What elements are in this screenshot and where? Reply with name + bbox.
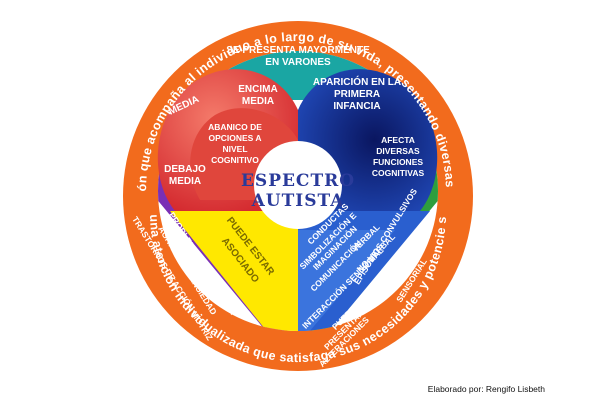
label-aparicion-2: PRIMERA — [334, 89, 380, 100]
label-aparicion-3: INFANCIA — [333, 101, 380, 112]
center-title-line1: ESPECTRO — [241, 171, 355, 191]
label-abanico-3: NIVEL — [222, 144, 247, 154]
label-debajo-1: DEBAJO — [164, 164, 206, 175]
label-afecta-4: COGNITIVAS — [372, 168, 425, 178]
center-circle — [254, 141, 342, 229]
label-encima-2: MEDIA — [242, 96, 274, 107]
blue-inner — [298, 230, 395, 331]
center-title-line2: AUTISTA — [251, 191, 345, 211]
label-abanico-2: OPCIONES A — [208, 133, 261, 143]
label-afecta-3: FUNCIONES — [373, 157, 423, 167]
label-abanico-4: COGNITIVO — [211, 155, 259, 165]
label-abanico-1: ABANICO DE — [208, 122, 262, 132]
label-encima-1: ENCIMA — [238, 84, 277, 95]
label-aparicion-1: APARICIÓN EN LA — [313, 75, 401, 88]
top-band-line1: SE PRESENTA MAYORMENTE — [226, 45, 370, 56]
credit-text: Elaborado por: Rengifo Lisbeth — [427, 384, 545, 394]
label-debajo-2: MEDIA — [169, 176, 201, 187]
top-band-line2: EN VARONES — [265, 57, 331, 68]
label-afecta-1: AFECTA — [381, 135, 415, 145]
label-afecta-2: DIVERSAS — [376, 146, 420, 156]
